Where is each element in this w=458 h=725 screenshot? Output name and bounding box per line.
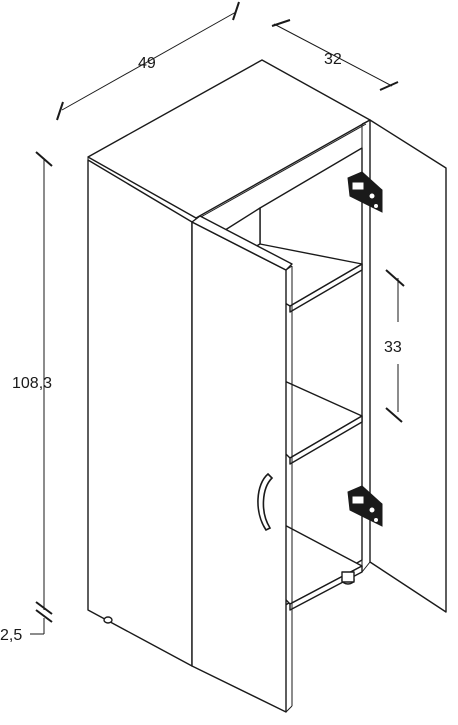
- foot-front: [103, 616, 113, 624]
- left-door-edge: [191, 215, 293, 271]
- dimension-foot: 2,5: [0, 618, 45, 644]
- shelf-spacing-label: 33: [384, 339, 402, 356]
- foot-height-label: 2,5: [0, 627, 22, 644]
- right-door: [347, 119, 447, 613]
- dimension-depth: 32: [271, 19, 399, 91]
- height-label: 108,3: [12, 375, 52, 392]
- dimension-shelf-spacing: 33: [384, 269, 405, 423]
- depth-label: 32: [324, 51, 342, 68]
- right-door-panel: [369, 119, 447, 613]
- hinge-lower-icon: [347, 485, 383, 527]
- door-handle-icon: [257, 472, 274, 532]
- foot-back: [341, 571, 355, 583]
- left-door-panel: [191, 221, 287, 713]
- width-label: 49: [138, 55, 156, 72]
- left-door: [191, 215, 293, 713]
- hinge-upper-icon: [347, 171, 383, 213]
- dimension-height: 108,3: [12, 151, 53, 623]
- dimension-width: 49: [56, 1, 240, 121]
- cabinet-left-side: [87, 159, 193, 667]
